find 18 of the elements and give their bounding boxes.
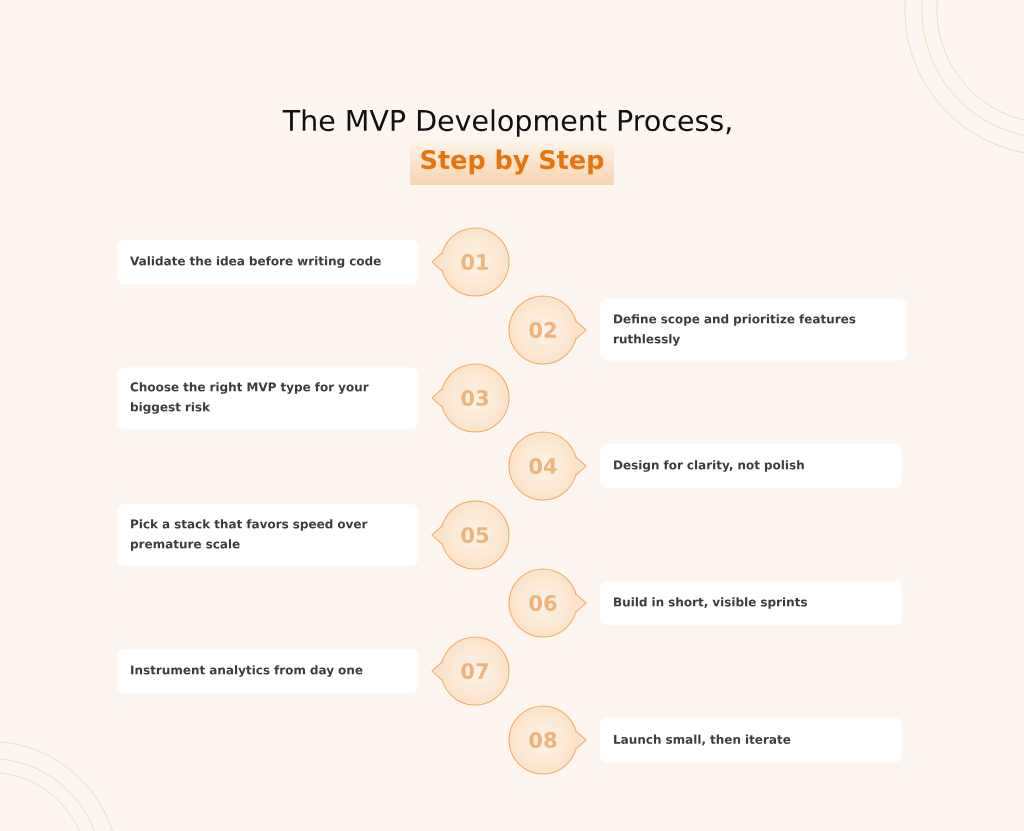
step-card: Pick a stack that favors speed over premature scale [117,504,418,566]
step-card: Validate the idea before writing code [117,240,418,284]
step-card: Choose the right MVP type for your biggest risk [117,367,418,429]
step-card: Instrument analytics from day one [117,649,418,693]
step-card: Define scope and prioritize features ruthlessly [600,299,907,361]
title: The MVP Development Process, [282,109,731,137]
number-bubble: 04 [508,431,587,501]
number-bubble: 08 [508,705,587,775]
step-card: Design for clarity, not polish [600,444,902,488]
number-bubble: 01 [431,227,510,297]
step-card: Launch small, then iterate [600,718,902,762]
number-bubble: 03 [431,363,510,433]
highlighted-subtitle: Step by Step [410,141,614,185]
number-bubble: 05 [431,500,510,570]
step-card: Build in short, visible sprints [600,581,902,625]
number-bubble: 02 [508,295,587,365]
number-bubble: 06 [508,568,587,638]
number-bubble: 07 [431,636,510,706]
